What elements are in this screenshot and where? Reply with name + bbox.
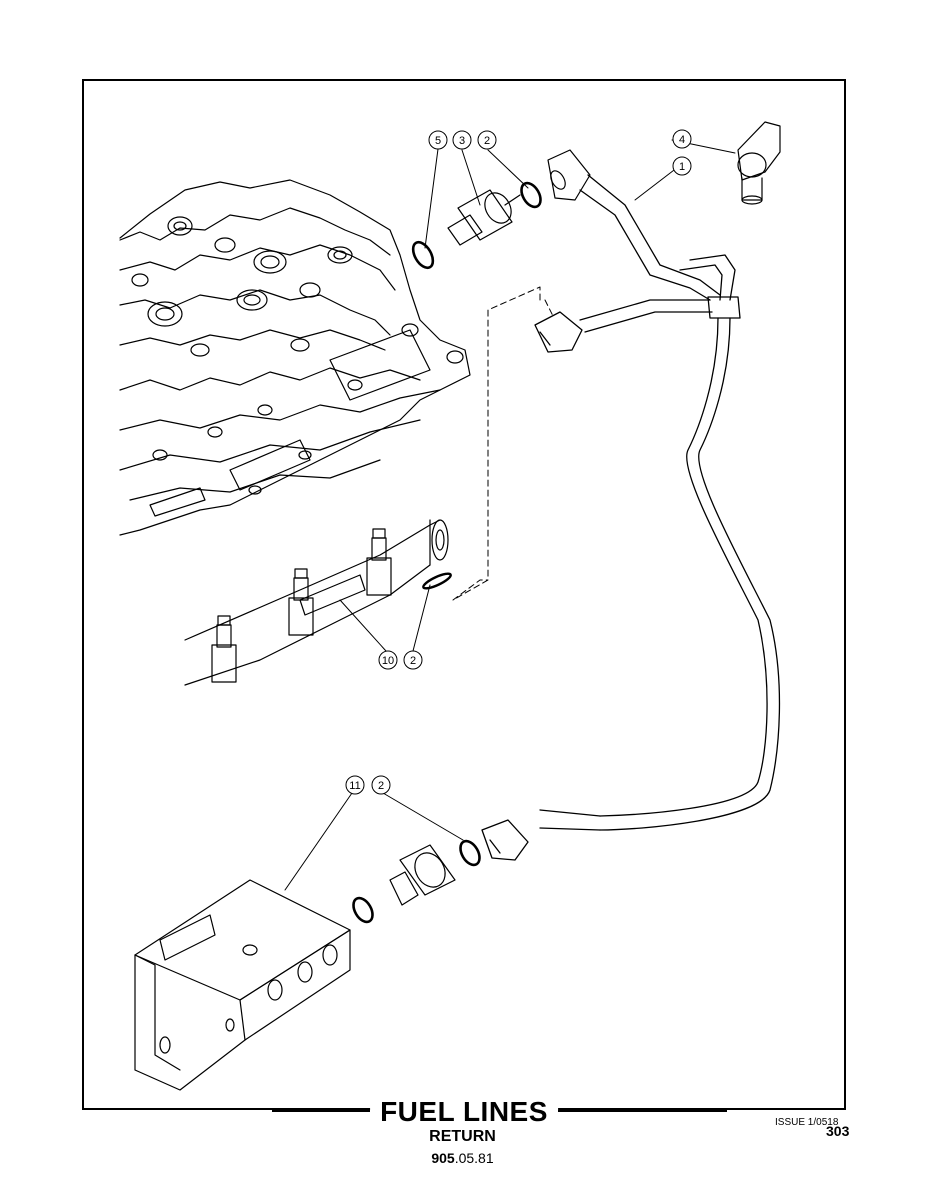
section-code: 905.05.81 — [0, 1150, 925, 1166]
callout-10: 10 — [378, 650, 398, 670]
callout-5: 5 — [428, 130, 448, 150]
page-subtitle: RETURN — [429, 1128, 496, 1145]
callout-1: 1 — [672, 156, 692, 176]
callouts: 5 3 2 4 1 10 2 11 — [345, 129, 692, 795]
callout-leaders — [284, 139, 736, 891]
return-line — [481, 174, 781, 861]
callout-2-top: 2 — [477, 130, 497, 150]
issue-label: ISSUE 1/0518 — [775, 1117, 839, 1128]
svg-text:4: 4 — [679, 134, 685, 146]
callout-3: 3 — [452, 130, 472, 150]
svg-text:2: 2 — [484, 135, 490, 147]
fuel-rail — [184, 519, 452, 686]
page-number: 303 — [826, 1123, 850, 1139]
svg-text:2: 2 — [410, 655, 416, 667]
page-title: FUEL LINES — [370, 1094, 558, 1130]
svg-text:2: 2 — [378, 780, 384, 792]
section-code-bold: 905 — [431, 1150, 455, 1166]
svg-text:1: 1 — [679, 161, 685, 173]
svg-text:11: 11 — [349, 780, 360, 792]
title-rule-right — [558, 1110, 727, 1112]
svg-text:3: 3 — [459, 135, 465, 147]
svg-text:10: 10 — [382, 655, 394, 667]
top-sensor-assembly — [411, 149, 591, 270]
section-code-rest: .05.81 — [454, 1150, 494, 1166]
dashed-lines — [452, 286, 554, 601]
callout-11: 11 — [345, 775, 365, 795]
title-bar: FUEL LINES — [82, 1094, 846, 1130]
lower-sensor-assembly — [352, 839, 481, 924]
mounting-block — [134, 879, 351, 1091]
callout-2-middle: 2 — [403, 650, 423, 670]
callout-4: 4 — [672, 129, 692, 149]
title-rule-left — [272, 1110, 370, 1112]
cylinder-head — [119, 179, 471, 536]
svg-text:5: 5 — [435, 135, 441, 147]
callout-2-bottom: 2 — [371, 775, 391, 795]
elbow-fitting — [737, 121, 781, 205]
